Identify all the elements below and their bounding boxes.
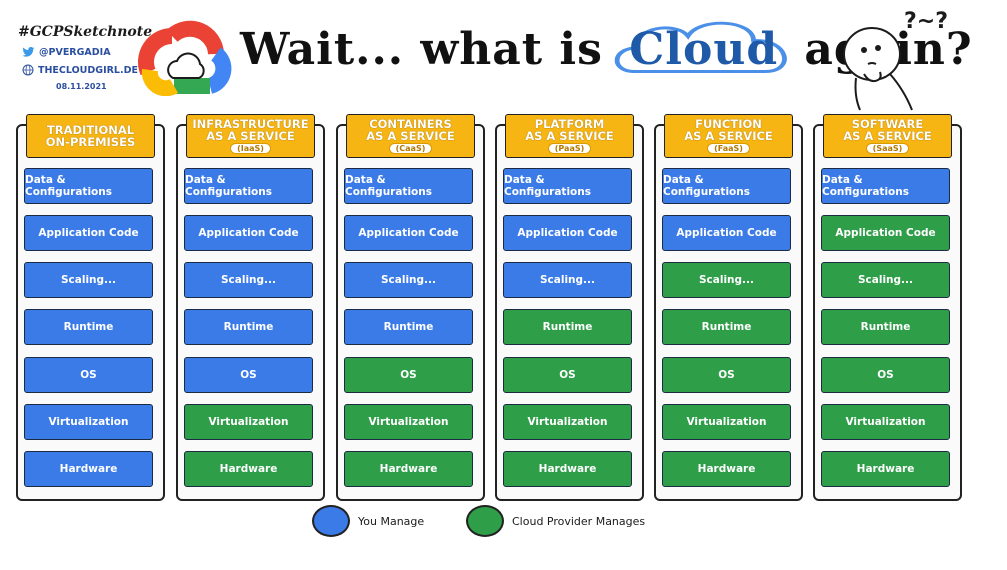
layer-cell: Scaling... xyxy=(184,262,313,298)
layer-cell: OS xyxy=(503,357,632,393)
date: 08.11.2021 xyxy=(56,82,107,91)
layer-cell: Runtime xyxy=(344,309,473,345)
layer-cell: Runtime xyxy=(662,309,791,345)
column-title-line2: AS A SERVICE xyxy=(206,129,295,143)
layer-cell: OS xyxy=(662,357,791,393)
twitter-row: @PVERGADIA xyxy=(22,47,111,58)
layer-cell: Application Code xyxy=(821,215,950,251)
legend-you-manage: You Manage xyxy=(312,505,424,537)
legend-provider-manages: Cloud Provider Manages xyxy=(466,505,645,537)
website-row: THECLOUDGIRL.DEV xyxy=(22,64,145,76)
layer-cell: Virtualization xyxy=(503,404,632,440)
google-cloud-logo-icon xyxy=(138,20,232,96)
layer-cell: Application Code xyxy=(662,215,791,251)
layer-cell: Virtualization xyxy=(662,404,791,440)
column-title-line2: AS A SERVICE xyxy=(525,129,614,143)
layer-cell: Hardware xyxy=(503,451,632,487)
legend-provider-manages-label: Cloud Provider Manages xyxy=(512,514,646,528)
layer-cell: OS xyxy=(184,357,313,393)
layer-cell: Data & Configurations xyxy=(821,168,950,204)
title-part1: Wait... what is xyxy=(240,24,603,75)
column-abbreviation: (SaaS) xyxy=(865,143,910,154)
layer-cell: Scaling... xyxy=(662,262,791,298)
column-title-line1: SOFTWARE xyxy=(851,117,924,131)
layer-cell: Runtime xyxy=(184,309,313,345)
layer-cell: Data & Configurations xyxy=(662,168,791,204)
blue-dot-icon xyxy=(312,505,350,537)
column-title-line1: FUNCTION xyxy=(695,117,762,131)
layer-cell: Hardware xyxy=(24,451,153,487)
cloud-word: Cloud xyxy=(615,21,788,75)
globe-icon xyxy=(22,64,34,76)
layer-cell: Virtualization xyxy=(184,404,313,440)
layer-cell: Hardware xyxy=(184,451,313,487)
layer-cell: Hardware xyxy=(821,451,950,487)
thinking-person-icon: ?~? xyxy=(843,9,948,111)
column-title-line1: INFRASTRUCTURE xyxy=(192,117,309,131)
layer-cell: Scaling... xyxy=(821,262,950,298)
cloud-word-text: Cloud xyxy=(629,24,779,75)
layer-cell: Data & Configurations xyxy=(184,168,313,204)
legend-you-manage-label: You Manage xyxy=(358,514,425,528)
twitter-bird-icon xyxy=(22,47,35,57)
column-title-line1: CONTAINERS xyxy=(369,117,452,131)
layer-cell: OS xyxy=(24,357,153,393)
layer-cell: Virtualization xyxy=(821,404,950,440)
column-abbreviation: (IaaS) xyxy=(230,143,271,154)
layer-cell: Data & Configurations xyxy=(344,168,473,204)
layer-cell: Scaling... xyxy=(24,262,153,298)
column-title-line2: AS A SERVICE xyxy=(843,129,932,143)
layer-cell: Scaling... xyxy=(344,262,473,298)
column-abbreviation: (CaaS) xyxy=(388,143,433,154)
layer-cell: Runtime xyxy=(24,309,153,345)
layer-cell: Runtime xyxy=(821,309,950,345)
layer-cell: Hardware xyxy=(662,451,791,487)
layer-cell: Application Code xyxy=(24,215,153,251)
column-abbreviation: (PaaS) xyxy=(547,143,592,154)
column-title-line2: AS A SERVICE xyxy=(684,129,773,143)
column-title-line2: AS A SERVICE xyxy=(366,129,455,143)
thought-marks: ?~? xyxy=(904,9,948,34)
layer-cell: Scaling... xyxy=(503,262,632,298)
twitter-handle: @PVERGADIA xyxy=(39,47,111,58)
layer-cell: OS xyxy=(821,357,950,393)
column-title-line1: PLATFORM xyxy=(534,117,605,131)
column-abbreviation: (FaaS) xyxy=(707,143,750,154)
layer-cell: Data & Configurations xyxy=(24,168,153,204)
website-text: THECLOUDGIRL.DEV xyxy=(38,64,146,76)
hashtag: #GCPSketchnote xyxy=(18,24,153,40)
layer-cell: OS xyxy=(344,357,473,393)
layer-cell: Runtime xyxy=(503,309,632,345)
layer-cell: Virtualization xyxy=(24,404,153,440)
layer-cell: Hardware xyxy=(344,451,473,487)
column-title-line2: ON-PREMISES xyxy=(45,135,136,149)
layer-cell: Application Code xyxy=(503,215,632,251)
green-dot-icon xyxy=(466,505,504,537)
column-title-line1: TRADITIONAL xyxy=(46,123,135,137)
layer-cell: Application Code xyxy=(184,215,313,251)
layer-cell: Virtualization xyxy=(344,404,473,440)
layer-cell: Application Code xyxy=(344,215,473,251)
layer-cell: Data & Configurations xyxy=(503,168,632,204)
cloud-outline-icon xyxy=(615,21,788,74)
